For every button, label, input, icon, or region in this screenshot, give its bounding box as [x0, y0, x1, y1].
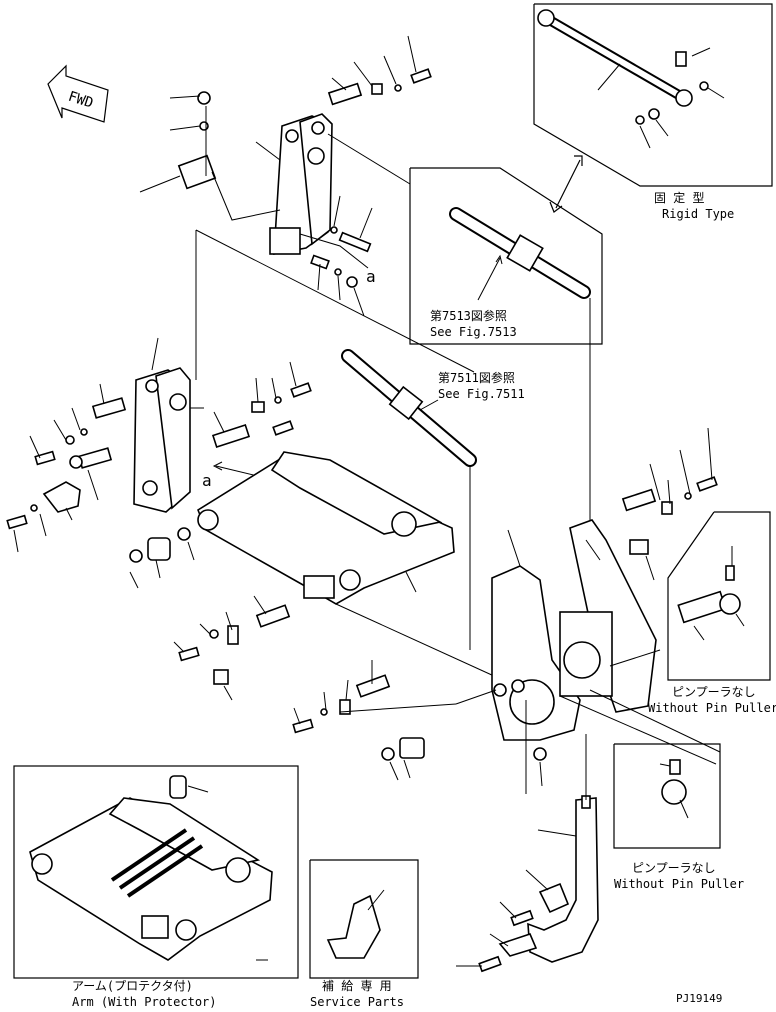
fwd-label: FWD — [66, 89, 95, 112]
pin-puller-2-en-label: Without Pin Puller — [614, 877, 744, 891]
left-bracket-assembly: a — [6, 229, 475, 553]
tooth-protector — [456, 734, 599, 973]
pin-puller-inset-1: ピンプーラなし Without Pin Puller — [648, 511, 776, 715]
fig7511-jp-label: 第7511図参照 — [438, 370, 515, 385]
view-mark-upper: a — [366, 267, 376, 286]
service-parts-jp-label: 補 給 専 用 — [322, 979, 392, 993]
alternative-arrow-icon — [549, 155, 583, 213]
rigid-type-inset: 固 定 型 Rigid Type — [533, 3, 773, 221]
service-parts-en-label: Service Parts — [310, 995, 404, 1009]
pin-puller-1-jp-label: ピンプーラなし — [672, 685, 756, 699]
arm-protector-en-label: Arm (With Protector) — [72, 995, 217, 1009]
fig7513-jp-label: 第7513図参照 — [430, 308, 507, 323]
hinge-bracket-assembly — [292, 427, 721, 794]
view-mark-lower: a — [202, 471, 212, 490]
rigid-type-jp-label: 固 定 型 — [654, 190, 704, 205]
pin-puller-2-jp-label: ピンプーラなし — [632, 861, 716, 875]
upper-bracket-assembly: a — [139, 35, 432, 317]
fig7513-en-label: See Fig.7513 — [430, 325, 517, 339]
arm-with-protector-inset: アーム(プロテクタ付) Arm (With Protector) — [13, 765, 299, 1009]
rigid-type-en-label: Rigid Type — [662, 207, 734, 221]
pin-puller-inset-2: ピンプーラなし Without Pin Puller — [613, 743, 744, 891]
fig7511-cylinder: 第7511図参照 See Fig.7511 — [341, 349, 525, 650]
main-arm — [129, 451, 495, 701]
service-parts-inset: 補 給 専 用 Service Parts — [309, 859, 419, 1009]
arm-protector-jp-label: アーム(プロテクタ付) — [72, 979, 193, 993]
fig7513-reference-box: 第7513図参照 See Fig.7513 — [409, 167, 603, 690]
drawing-id: PJ19149 — [676, 992, 722, 1005]
pin-puller-1-en-label: Without Pin Puller — [648, 701, 776, 715]
fwd-arrow-icon: FWD — [47, 64, 109, 123]
fig7511-en-label: See Fig.7511 — [438, 387, 525, 401]
